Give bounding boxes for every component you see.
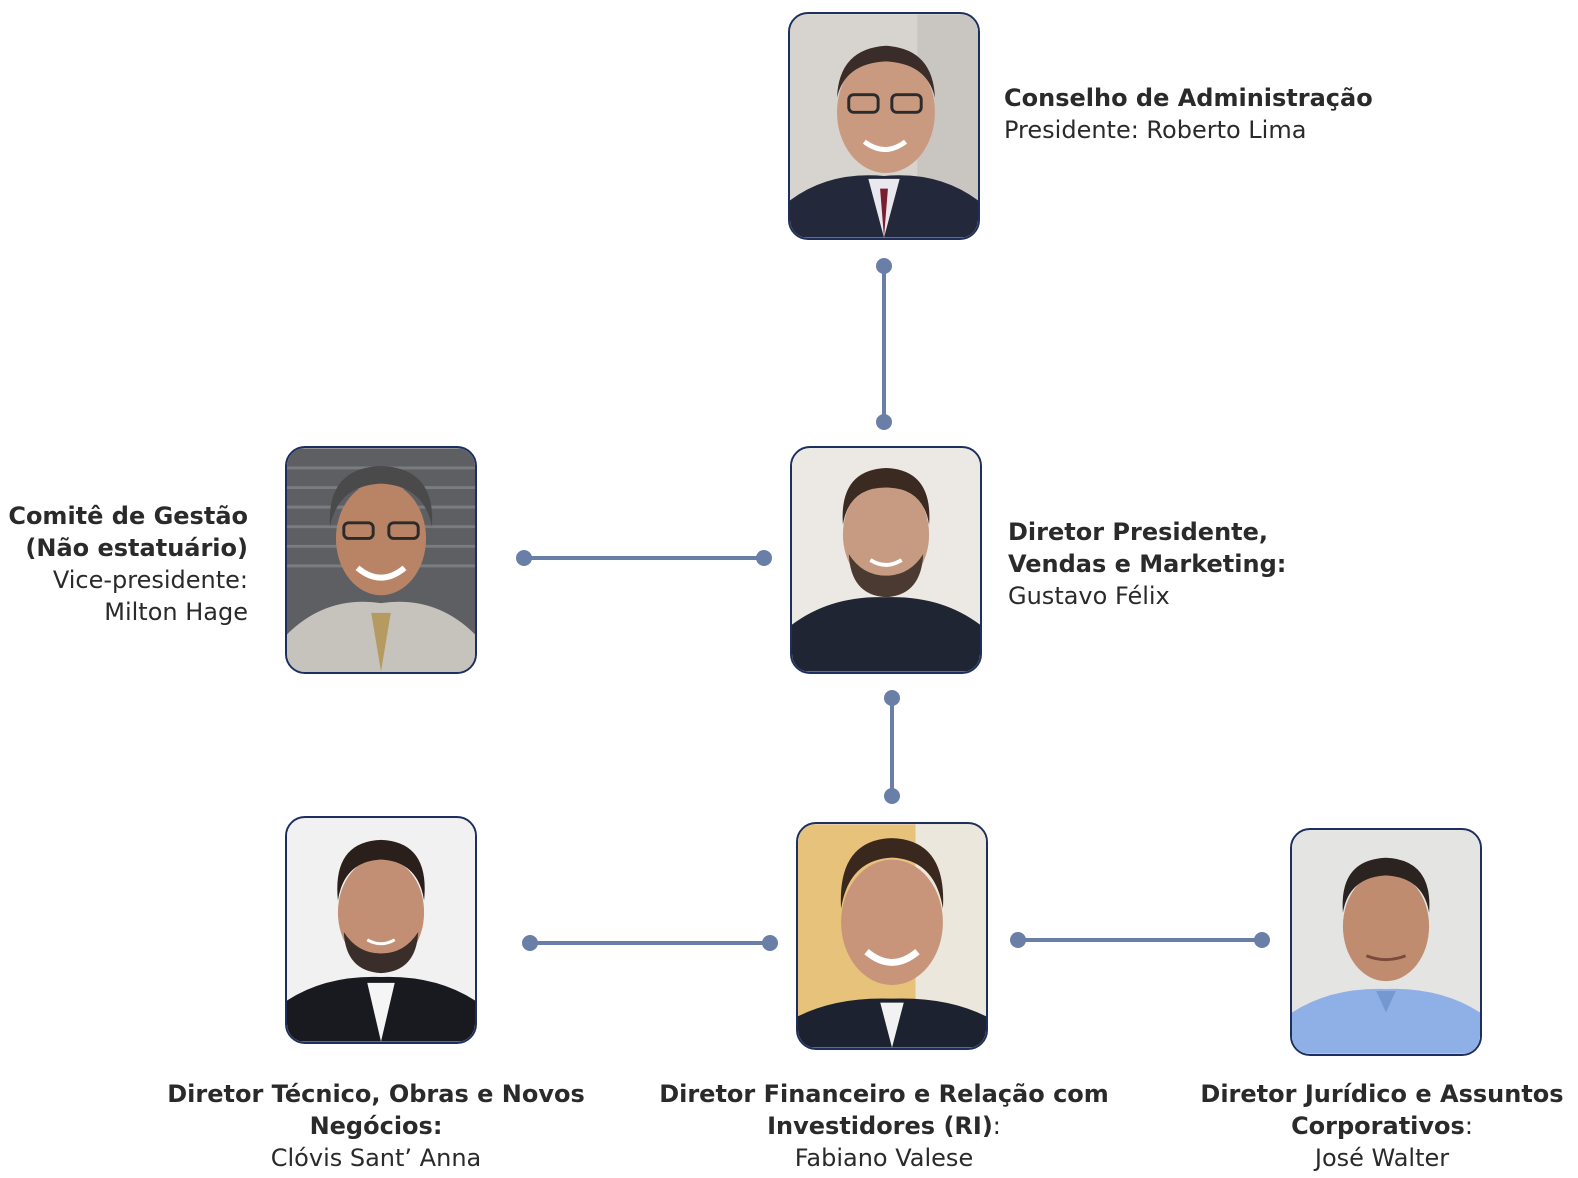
cfo-title-line1: Diretor Financeiro e Relação com [659, 1080, 1109, 1108]
committee-name: Milton Hage [104, 598, 248, 626]
ceo-label: Diretor Presidente, Vendas e Marketing: … [1008, 516, 1286, 612]
legal-title-line2: Corporativos [1291, 1112, 1465, 1140]
connector-ceo-cfo [884, 690, 900, 804]
cfo-title-line2-wrap: Investidores (RI): [646, 1110, 1122, 1142]
cfo-title-line2: Investidores (RI) [767, 1112, 993, 1140]
connector-committee-ceo [516, 550, 772, 566]
committee-role: Vice-presidente: [52, 566, 248, 594]
committee-title-line2: (Não estatuário) [25, 534, 248, 562]
portrait-photo-icon [1292, 830, 1480, 1054]
board-subtitle: Presidente: Roberto Lima [1004, 116, 1307, 144]
ceo-title-line1: Diretor Presidente, [1008, 518, 1269, 546]
cfo-photo [796, 822, 988, 1050]
connector-board-ceo [876, 258, 892, 430]
technical-director-label: Diretor Técnico, Obras e Novos Negócios:… [156, 1078, 596, 1174]
board-title: Conselho de Administração [1004, 84, 1373, 112]
committee-title-line1: Comitê de Gestão [8, 502, 248, 530]
ceo-name: Gustavo Félix [1008, 582, 1170, 610]
ceo-photo [790, 446, 982, 674]
committee-vice-president-photo [285, 446, 477, 674]
portrait-photo-icon [790, 14, 978, 238]
technical-director-photo [285, 816, 477, 1044]
legal-title-suffix: : [1464, 1112, 1473, 1140]
legal-director-photo [1290, 828, 1482, 1056]
portrait-photo-icon [798, 824, 986, 1048]
legal-director-label: Diretor Jurídico e Assuntos Corporativos… [1196, 1078, 1568, 1174]
portrait-photo-icon [287, 818, 475, 1042]
cfo-label: Diretor Financeiro e Relação com Investi… [646, 1078, 1122, 1174]
connector-cfo-legal [1010, 932, 1270, 948]
technical-name: Clóvis Sant’ Anna [270, 1144, 482, 1172]
legal-title-line1: Diretor Jurídico e Assuntos [1200, 1080, 1564, 1108]
board-president-label: Conselho de Administração Presidente: Ro… [1004, 82, 1373, 146]
technical-title-line1: Diretor Técnico, Obras e Novos [167, 1080, 585, 1108]
legal-title-line2-wrap: Corporativos: [1196, 1110, 1568, 1142]
committee-label: Comitê de Gestão (Não estatuário) Vice-p… [0, 500, 248, 628]
board-president-photo [788, 12, 980, 240]
ceo-title-line2: Vendas e Marketing: [1008, 550, 1287, 578]
legal-name: José Walter [1314, 1144, 1450, 1172]
portrait-photo-icon [792, 448, 980, 672]
portrait-photo-icon [287, 448, 475, 672]
technical-title-line2: Negócios: [309, 1112, 443, 1140]
connector-technical-cfo [522, 935, 778, 951]
cfo-name: Fabiano Valese [794, 1144, 974, 1172]
cfo-title-suffix: : [992, 1112, 1001, 1140]
